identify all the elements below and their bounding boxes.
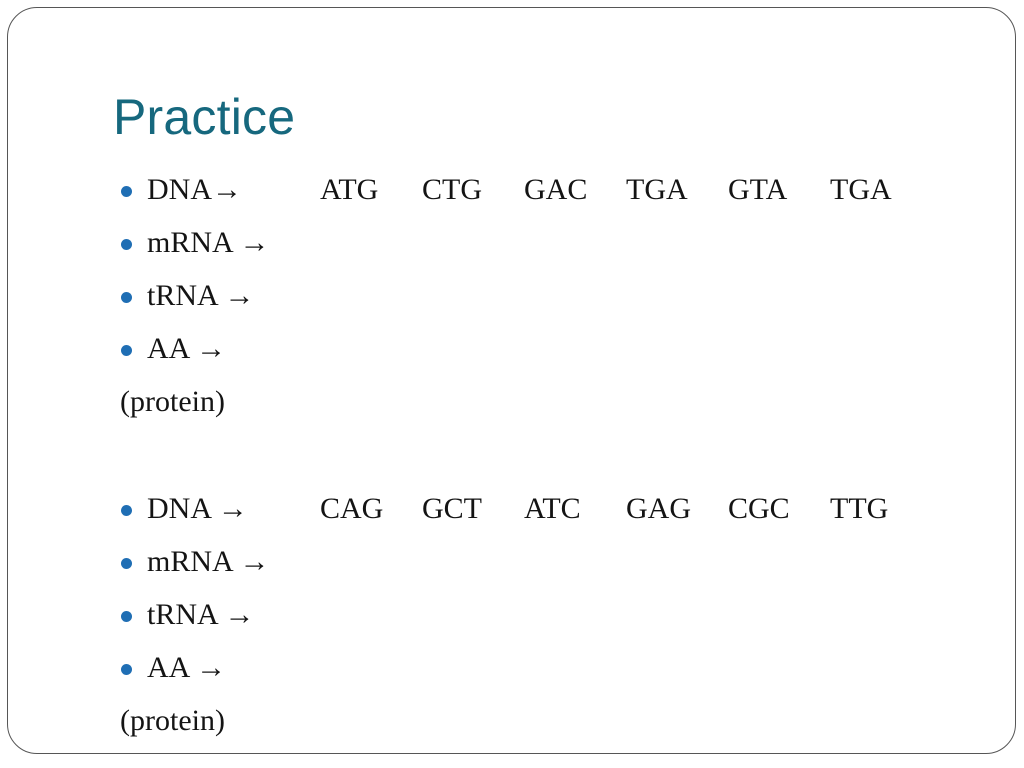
codon-sequence: ATG CTG GAC TGA GTA TGA [320,172,932,208]
list-item: AA → [8,650,1017,703]
codon: TGA [830,173,892,206]
line-label: tRNA → [147,598,255,631]
codon: TTG [830,492,889,525]
bullet-icon [121,345,132,356]
codon-sequence: CAG GCT ATC GAG CGC TTG [320,491,932,527]
codon: GAG [626,492,691,525]
bullet-icon [121,505,132,516]
codon: ATG [320,173,379,206]
list-item: tRNA → [8,597,1017,650]
line-label: mRNA → [147,226,270,259]
list-item: DNA→ ATG CTG GAC TGA GTA TGA [8,172,1017,225]
list-item: tRNA → [8,278,1017,331]
line-label: AA → [147,651,227,684]
codon: CTG [422,173,482,206]
page-title: Practice [113,89,296,145]
codon: TGA [626,173,688,206]
codon: GTA [728,173,788,206]
group-footer: (protein) [8,384,1017,437]
list-item: DNA → CAG GCT ATC GAG CGC TTG [8,491,1017,544]
bullet-icon [121,558,132,569]
codon: ATC [524,492,581,525]
codon: CGC [728,492,790,525]
bullet-icon [121,664,132,675]
bullet-icon [121,239,132,250]
line-label: DNA→ [147,173,242,206]
line-label: mRNA → [147,545,270,578]
line-label: DNA → [147,492,248,525]
codon: GAC [524,173,588,206]
codon: GCT [422,492,482,525]
slide-frame: Practice DNA→ ATG CTG GAC TGA GTA TGA mRNA → … [7,7,1016,754]
practice-group-1: DNA→ ATG CTG GAC TGA GTA TGA mRNA → tRNA → AA… [8,172,1017,437]
list-item: AA → [8,331,1017,384]
protein-label: (protein) [120,704,225,737]
bullet-icon [121,186,132,197]
codon: CAG [320,492,384,525]
bullet-icon [121,611,132,622]
group-footer: (protein) [8,703,1017,756]
bullet-icon [121,292,132,303]
line-label: AA → [147,332,227,365]
practice-group-2: DNA → CAG GCT ATC GAG CGC TTG mRNA → tRNA → A… [8,491,1017,756]
list-item: mRNA → [8,225,1017,278]
list-item: mRNA → [8,544,1017,597]
line-label: tRNA → [147,279,255,312]
protein-label: (protein) [120,385,225,418]
